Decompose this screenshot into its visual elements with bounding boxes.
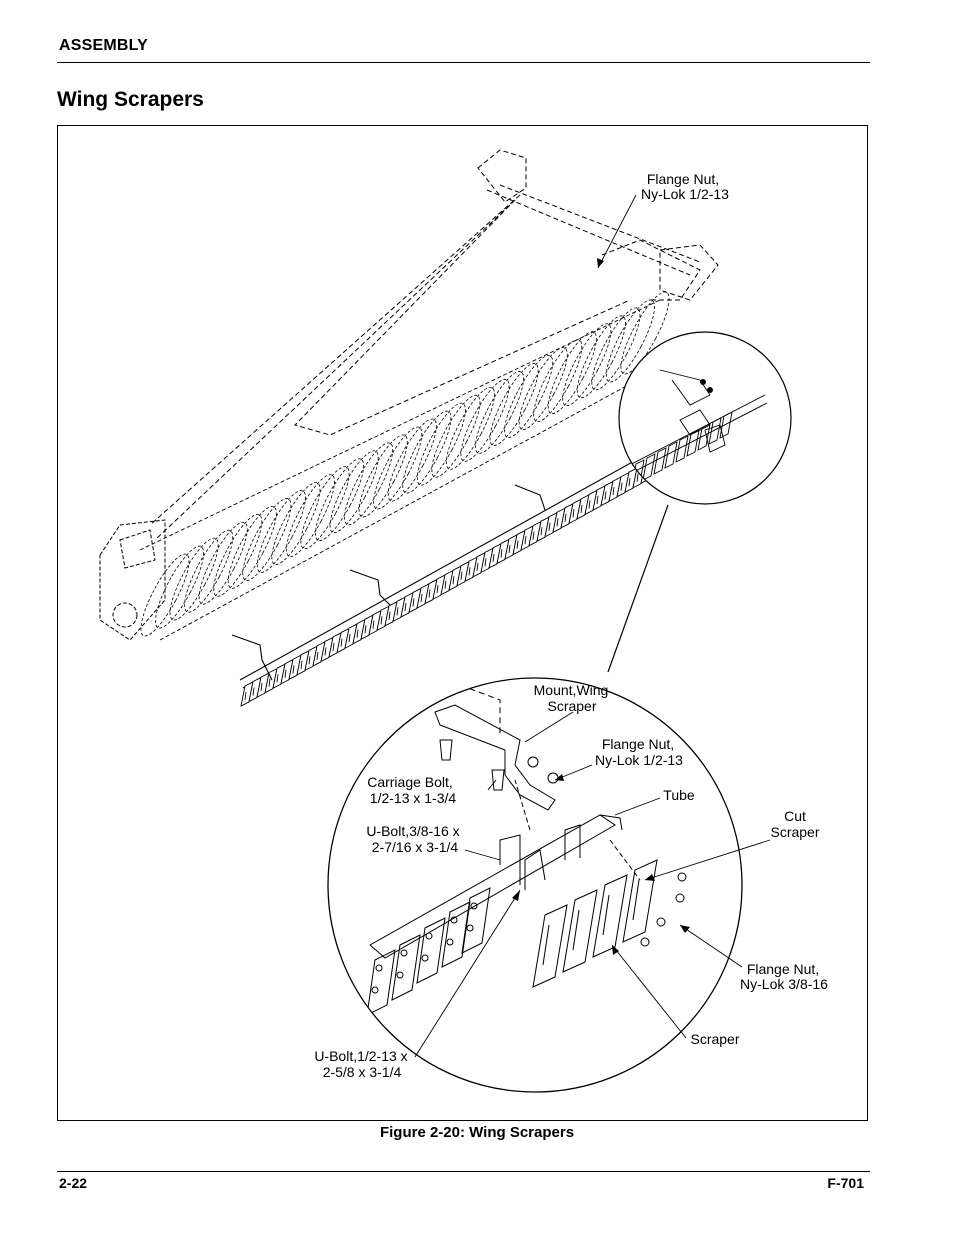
callout-flange-nut-detail: Flange Nut, Ny-Lok 1/2-13 — [595, 736, 683, 768]
callout-u-bolt-12: U-Bolt,1/2-13 x 2-5/8 x 3-1/4 — [314, 1048, 407, 1080]
svg-text:2-7/16 x 3-1/4: 2-7/16 x 3-1/4 — [372, 839, 459, 855]
callout-flange-nut-top: Flange Nut, Ny-Lok 1/2-13 — [641, 171, 729, 202]
svg-text:U-Bolt,1/2-13 x: U-Bolt,1/2-13 x — [314, 1048, 407, 1064]
end-bracket — [99, 519, 166, 641]
svg-text:Mount,Wing: Mount,Wing — [534, 682, 609, 698]
section-header: ASSEMBLY — [59, 37, 149, 54]
svg-text:Flange Nut,: Flange Nut, — [602, 736, 674, 752]
callout-u-bolt-38: U-Bolt,3/8-16 x 2-7/16 x 3-1/4 — [366, 823, 459, 855]
figure-frame — [57, 125, 868, 1121]
svg-text:Tube: Tube — [663, 787, 695, 803]
wing-scraper-mount-part — [434, 704, 556, 811]
figure-caption: Figure 2-20: Wing Scrapers — [379, 1124, 575, 1141]
frame-drawing — [149, 149, 719, 541]
svg-text:Ny-Lok 1/2-13: Ny-Lok 1/2-13 — [641, 186, 729, 202]
scraper-blades — [240, 436, 694, 707]
svg-text:Scraper: Scraper — [690, 1031, 739, 1047]
footer-rule — [57, 1171, 870, 1172]
svg-text:Flange Nut,: Flange Nut, — [647, 171, 719, 187]
callout-flange-nut-38: Flange Nut, Ny-Lok 3/8-16 — [740, 961, 828, 992]
svg-text:U-Bolt,3/8-16 x: U-Bolt,3/8-16 x — [366, 823, 459, 839]
leader-arrowheads — [512, 258, 690, 955]
drum-roller — [139, 299, 666, 641]
svg-text:Ny-Lok 1/2-13: Ny-Lok 1/2-13 — [595, 752, 683, 768]
large-detail-circle — [327, 677, 743, 1093]
document-id: F-701 — [827, 1175, 864, 1191]
callout-scraper: Scraper — [690, 1031, 739, 1047]
scraper-tube — [239, 429, 694, 689]
page-number: 2-22 — [59, 1175, 88, 1191]
svg-text:Cut: Cut — [784, 808, 806, 824]
callout-mount-wing-scraper: Mount,Wing Scraper — [534, 682, 609, 714]
callout-tube: Tube — [663, 787, 695, 803]
tube-mounts — [231, 484, 546, 681]
callout-carriage-bolt: Carriage Bolt, 1/2-13 x 1-3/4 — [367, 774, 456, 806]
svg-text:1/2-13 x 1-3/4: 1/2-13 x 1-3/4 — [370, 790, 457, 806]
callout-cut-scraper: Cut Scraper — [770, 808, 819, 840]
svg-text:Carriage Bolt,: Carriage Bolt, — [367, 774, 453, 790]
detail-link-line — [607, 504, 669, 673]
svg-text:Ny-Lok 3/8-16: Ny-Lok 3/8-16 — [740, 976, 828, 992]
svg-text:Scraper: Scraper — [547, 698, 596, 714]
drum-discs — [140, 291, 670, 637]
svg-text:Scraper: Scraper — [770, 824, 819, 840]
svg-text:2-5/8 x 3-1/4: 2-5/8 x 3-1/4 — [323, 1064, 402, 1080]
svg-text:Flange Nut,: Flange Nut, — [747, 961, 819, 977]
header-rule — [57, 62, 870, 63]
page-title: Wing Scrapers — [57, 88, 204, 111]
tube-part — [369, 814, 616, 959]
